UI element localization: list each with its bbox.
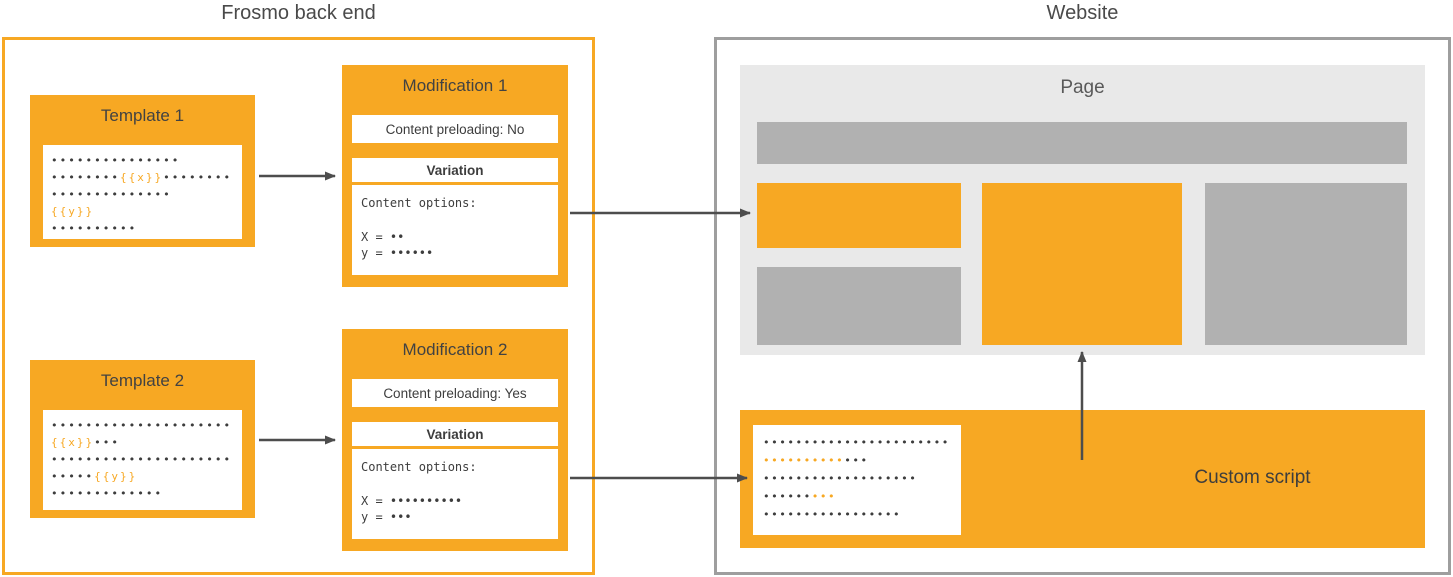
x-value-line: X = •••••••••• [361,494,463,508]
template-variable-y: {{y}} [51,205,95,218]
variation-body: Content options: X = •• y = •••••• [352,185,558,271]
content-options-label: Content options: [361,460,477,474]
code-line: ••••••••••••••• [51,152,234,169]
modification1-box: Modification 1 Content preloading: No Va… [342,65,568,287]
website-title: Website [1046,2,1119,24]
template1-box: Template 1 ••••••••••••••• ••••••••{{x}}… [30,95,255,247]
variation-header: Variation [352,422,558,449]
code-dots: •••••••• [51,171,120,184]
code-line: {{x}}••• [51,434,234,451]
backend-title: Frosmo back end [221,2,376,24]
modification2-preloading-row: Content preloading: Yes [352,379,558,407]
page-header-placeholder [757,122,1407,164]
template-variable-x: {{x}} [51,436,95,449]
placement-left-lower-gray [757,267,961,345]
template2-box: Template 2 ••••••••••••••••••••• {{x}}••… [30,360,255,518]
template2-code: ••••••••••••••••••••• {{x}}••• •••••••••… [43,410,242,510]
code-dots: ••••••••••••••••••••• [51,453,233,466]
code-line: {{y}} [51,203,234,220]
code-line: ••••••••••••••••••••••• [763,434,951,452]
template1-title: Template 1 [100,106,185,125]
code-dots: ••••••••••••• [51,487,164,500]
modification2-title: Modification 2 [402,340,508,359]
modification1-preloading-row: Content preloading: No [352,115,558,143]
code-line: ••••••••••••• [51,485,234,502]
code-dots-orange: ••• [811,490,837,503]
code-dots: ••••••••••••••••••• [763,472,918,485]
content-options-label: Content options: [361,196,477,210]
placement-right-gray [1205,183,1407,345]
code-dots: •••••••••• [51,222,138,235]
variation-body: Content options: X = •••••••••• y = ••• [352,449,558,535]
code-line: ••••••••••••••••••••• [51,417,234,434]
placement-center-orange [982,183,1182,345]
y-value-line: y = •••••• [361,246,434,260]
modification1-variation-section: Variation Content options: X = •• y = ••… [352,158,558,275]
modification2-variation-section: Variation Content options: X = •••••••••… [352,422,558,539]
template-variable-x: {{x}} [119,171,164,184]
frosmo-backend-container: Template 1 ••••••••••••••• ••••••••{{x}}… [2,37,595,575]
template-variable-y: {{y}} [94,470,138,483]
y-value-line: y = ••• [361,510,412,524]
spacer [361,475,549,493]
page-box: Page [740,65,1425,355]
code-dots: ••• [94,436,120,449]
template2-title: Template 2 [100,371,185,390]
placement-left-orange [757,183,961,248]
spacer [361,211,549,229]
code-line: ••••••••{{x}}•••••••• [51,169,234,186]
code-dots-orange: •••••••••• [763,454,845,467]
code-line: •••••••••••••• [51,186,234,203]
variation-header: Variation [352,158,558,185]
code-dots: ••• [844,454,869,467]
code-line: ••••••••••••••••••• [763,470,951,488]
code-line: •••••••••• [51,220,234,237]
code-dots: ••••••••••••••• [51,154,181,167]
x-value-line: X = •• [361,230,405,244]
custom-script-bar: ••••••••••••••••••••••• ••••••••••••• ••… [740,410,1425,548]
modification1-title: Modification 1 [402,76,508,95]
template1-code: ••••••••••••••• ••••••••{{x}}•••••••• ••… [43,145,242,239]
code-dots: •••••• [763,490,812,503]
custom-script-code-box: ••••••••••••••••••••••• ••••••••••••• ••… [753,425,961,535]
custom-script-label: Custom script [1194,467,1311,488]
code-dots: ••••••••••••••••• [763,508,902,521]
code-line: ••••••••••••••••••••• [51,451,234,468]
website-container: Page ••••••••••••••••••••••• •••••••••••… [714,37,1451,575]
code-line: ••••••••••••• [763,452,951,470]
code-dots: ••••••••••••••••••••••• [763,436,950,449]
page-title: Page [1060,77,1105,98]
code-dots: •••••••••••••• [51,188,172,201]
modification2-box: Modification 2 Content preloading: Yes V… [342,329,568,551]
code-dots: •••••••• [163,171,233,184]
code-line: •••••{{y}} [51,468,234,485]
code-dots: ••••• [51,470,95,483]
code-dots: ••••••••••••••••••••• [51,419,233,432]
code-line: ••••••••••••••••• [763,506,951,524]
code-line: ••••••••• [763,488,951,506]
